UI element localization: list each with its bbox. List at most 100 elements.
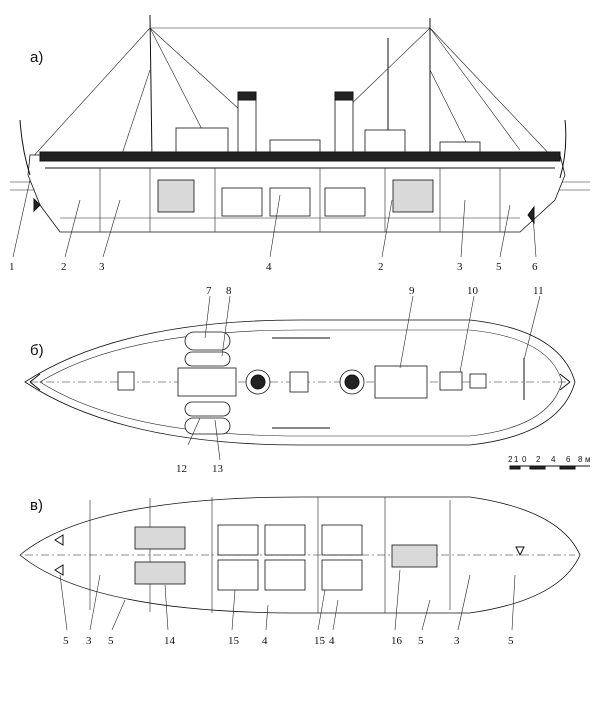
callout-label: 15 (314, 635, 326, 647)
stern-propeller (515, 546, 525, 557)
callout-label: 14 (164, 635, 176, 647)
scale-tick-label: 2 (536, 455, 541, 464)
midship-casing (269, 139, 321, 153)
scale-tick-label: 2 (508, 455, 513, 464)
engine-skylight (177, 367, 237, 397)
fore-funnel-cap (237, 91, 257, 101)
callout-label: 4 (266, 261, 272, 273)
boiler (221, 187, 263, 217)
section-label-c: в) (30, 497, 43, 514)
side-elevation-view: а) (9, 14, 590, 273)
hold-plan-callouts: 5 3 5 14 15 4 15 4 16 5 3 5 (59, 569, 516, 647)
bow-stem (19, 119, 31, 176)
stern-post (559, 119, 567, 179)
callout-label: 15 (228, 635, 240, 647)
callout-label: 3 (86, 635, 92, 647)
engine-unit (134, 526, 186, 550)
engine-unit (134, 561, 186, 585)
callout-label: 7 (206, 285, 212, 297)
leader-line (499, 204, 511, 258)
leader-line (64, 199, 81, 258)
callout-label: 3 (457, 261, 463, 273)
leader-line (317, 589, 326, 631)
bow-anchor (29, 373, 41, 391)
leader-line (89, 574, 101, 631)
section-label-b: б) (30, 342, 44, 359)
aft-funnel-cap (334, 91, 354, 101)
bow-propeller (33, 197, 41, 213)
scale-bar: 2 1 0 2 4 6 8 м (508, 455, 591, 470)
rigging-line (429, 27, 521, 151)
boiler (324, 187, 366, 217)
callout-label: 13 (212, 463, 224, 475)
scale-unit: м (585, 455, 591, 464)
callout-label: 5 (496, 261, 502, 273)
leader-line (111, 599, 126, 631)
scale-bar-segment (529, 465, 546, 470)
hold-plan-view: в) 5 3 5 (19, 496, 581, 647)
back-stay (429, 27, 556, 161)
bridge-house-plan (374, 365, 428, 399)
leader-line (221, 295, 231, 357)
bulwark-band (39, 151, 561, 162)
callout-label: 3 (454, 635, 460, 647)
callout-label: 10 (467, 285, 479, 297)
aft-funnel-bore (344, 374, 360, 390)
callout-label: 16 (391, 635, 403, 647)
deck-hatch (469, 373, 487, 389)
leader-line (399, 295, 414, 369)
rigging-line (429, 69, 471, 151)
scale-tick-label: 8 (578, 455, 583, 464)
callout-label: 2 (378, 261, 384, 273)
leader-line (187, 417, 201, 446)
leader-line (457, 574, 471, 631)
leader-line (394, 569, 401, 631)
boiler-plan (217, 524, 259, 556)
lifeboat (184, 331, 231, 351)
boiler-plan (321, 559, 363, 591)
callout-label: 4 (329, 635, 335, 647)
callout-label: 4 (262, 635, 268, 647)
deck-plan-callouts: 7 8 9 10 11 12 13 (176, 285, 544, 475)
leader-line (231, 589, 236, 631)
fore-mast (149, 14, 153, 161)
fore-funnel (237, 91, 257, 153)
boiler-plan (264, 524, 306, 556)
callout-label: 11 (533, 285, 544, 297)
leader-line (459, 295, 475, 373)
leader-line (511, 574, 516, 631)
bow-propeller (54, 534, 64, 546)
lifeboat (184, 401, 231, 417)
scale-tick-label: 4 (551, 455, 556, 464)
rigging-line (119, 69, 151, 161)
leader-line (164, 584, 169, 631)
deck-plan-view: б) 7 8 9 (24, 285, 591, 475)
leader-line (59, 574, 68, 631)
callout-label: 3 (99, 261, 105, 273)
fore-stay (29, 27, 151, 161)
boiler-plan (264, 559, 306, 591)
engine-unit (391, 544, 438, 568)
scale-tick-label: 0 (522, 455, 527, 464)
callout-label: 5 (418, 635, 424, 647)
midship-hatch (289, 371, 309, 393)
callout-label: 5 (63, 635, 69, 647)
callout-label: 5 (508, 635, 514, 647)
leader-line (204, 295, 211, 339)
rigging-line (344, 27, 431, 111)
stern-anchor (559, 373, 571, 391)
scale-tick-label: 1 (514, 455, 519, 464)
callout-label: 12 (176, 463, 187, 475)
rigging-line (149, 27, 241, 111)
leader-line (102, 199, 121, 258)
aft-funnel (334, 91, 354, 153)
rigging-line (149, 27, 211, 146)
leader-line (381, 199, 393, 258)
leader-line (12, 179, 31, 258)
lifeboat (184, 417, 231, 435)
callout-label: 5 (108, 635, 114, 647)
leader-line (269, 194, 281, 258)
lifeboat (184, 351, 231, 367)
fore-engine (157, 179, 195, 213)
